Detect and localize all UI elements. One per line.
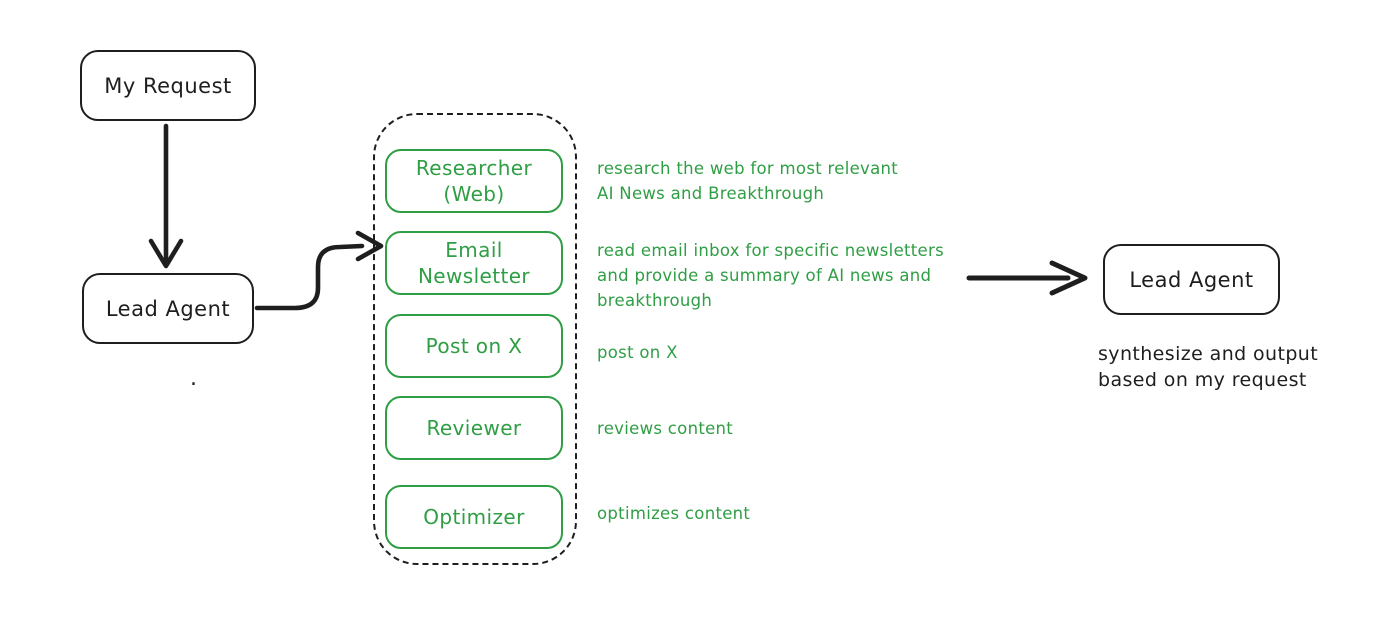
node-my-request-label: My Request	[104, 73, 232, 98]
subagent-description: optimizes content	[597, 504, 751, 523]
node-my-request: My Request	[80, 50, 256, 121]
subagent-description: read email inbox for specific newsletter…	[597, 241, 944, 310]
subagents-group-outline	[373, 113, 577, 565]
node-output-lead-agent: Lead Agent	[1103, 244, 1280, 315]
subagent-label: Optimizer	[423, 505, 525, 529]
subagent-label: Researcher (Web)	[415, 156, 533, 206]
subagent-label: Post on X	[425, 334, 523, 358]
arrow-subagents-to-output	[966, 260, 1088, 296]
subagent-description: research the web for most relevant AI Ne…	[597, 159, 899, 203]
subagent-box-email-newsletter: Email Newsletter	[385, 231, 563, 295]
subagent-label: Reviewer	[426, 416, 522, 440]
stray-dot-text: .	[190, 366, 197, 391]
subagent-description: post on X	[597, 343, 678, 362]
node-lead-agent-label: Lead Agent	[105, 296, 231, 321]
node-lead-agent: Lead Agent	[82, 273, 254, 344]
subagent-box-optimizer: Optimizer	[385, 485, 563, 549]
subagent-box-reviewer: Reviewer	[385, 396, 563, 460]
subagent-box-post-on-x: Post on X	[385, 314, 563, 378]
arrow-request-to-lead	[148, 123, 184, 269]
node-output-lead-agent-label: Lead Agent	[1129, 267, 1254, 292]
subagent-box-researcher: Researcher (Web)	[385, 149, 563, 213]
subagent-description: reviews content	[597, 419, 734, 438]
output-agent-caption: synthesize and output based on my reques…	[1098, 343, 1319, 391]
arrow-lead-to-subagents	[254, 230, 384, 311]
subagent-label: Email Newsletter	[417, 238, 531, 288]
